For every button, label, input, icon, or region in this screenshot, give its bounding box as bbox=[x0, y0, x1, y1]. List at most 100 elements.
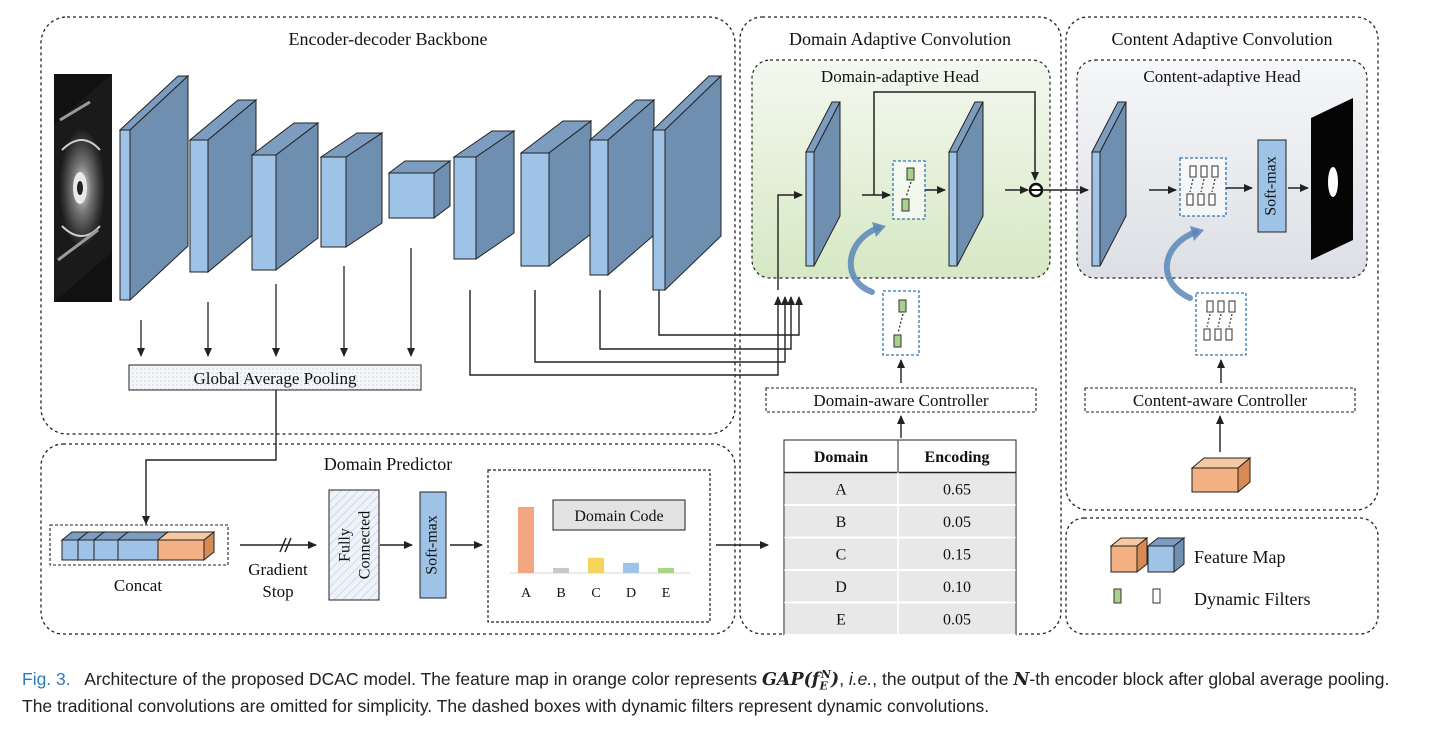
caption-ie: i.e. bbox=[848, 668, 873, 689]
content-aware-controller: Content-aware Controller bbox=[1084, 387, 1356, 413]
cac-panel: Content Adaptive Convolution bbox=[1065, 16, 1379, 511]
cac-title: Content Adaptive Convolution bbox=[1112, 29, 1333, 49]
table-row bbox=[785, 506, 1015, 537]
legend-dynamic-filters-label: Dynamic Filters bbox=[1194, 589, 1310, 609]
backbone-feature-map-2 bbox=[188, 98, 258, 274]
caption-fig-label: Fig. 3. bbox=[22, 668, 71, 689]
predictor-softmax-label: Soft-max bbox=[424, 515, 441, 575]
domain-head-input-feature-map bbox=[805, 101, 841, 267]
table-cell-encoding: 0.10 bbox=[943, 579, 971, 596]
concat-orange-vector bbox=[156, 530, 216, 562]
domain-aware-controller: Domain-aware Controller bbox=[765, 387, 1037, 413]
domain-code-title: Domain Code bbox=[574, 508, 663, 525]
gradient-stop-arrow: Gradient Stop bbox=[240, 537, 317, 601]
dynamic-filter-group bbox=[1203, 300, 1236, 341]
skip-connections bbox=[469, 191, 803, 376]
dynamic-filter-icon bbox=[901, 167, 915, 212]
backbone-feature-map-1 bbox=[118, 74, 190, 302]
table-cell-domain: D bbox=[835, 579, 847, 596]
backbone-feature-map-4 bbox=[319, 132, 384, 248]
global-average-pooling-block: Global Average Pooling bbox=[128, 364, 422, 391]
domain-code-bar-b bbox=[553, 567, 569, 573]
fc-label-2: Connected bbox=[357, 511, 374, 579]
content-head-title: Content-adaptive Head bbox=[1143, 67, 1301, 86]
table-cell-encoding: 0.05 bbox=[943, 612, 971, 629]
legend-panel bbox=[1065, 517, 1379, 635]
domain-code-tick-e: E bbox=[662, 586, 671, 601]
table-row bbox=[785, 473, 1015, 504]
domain-controller-label: Domain-aware Controller bbox=[813, 391, 988, 410]
caption-comma: , bbox=[839, 668, 849, 689]
legend: Feature Map Dynamic Filters bbox=[1109, 536, 1310, 609]
table-row bbox=[785, 538, 1015, 569]
table-cell-domain: C bbox=[836, 547, 847, 564]
dac-title: Domain Adaptive Convolution bbox=[789, 29, 1011, 49]
table-header-domain: Domain bbox=[814, 449, 868, 466]
domain-code-bar-c bbox=[588, 557, 604, 573]
legend-dynamic-filter-green bbox=[1113, 588, 1122, 604]
gap-feature-map-orange bbox=[1190, 456, 1252, 494]
backbone-feature-map-8 bbox=[588, 98, 656, 277]
dynamic-filter-group bbox=[1186, 165, 1219, 206]
table-header-encoding: Encoding bbox=[925, 449, 990, 466]
architecture-figure: Encoder-decoder Backbone Domain Predicto… bbox=[40, 16, 1379, 636]
segmentation-output-image bbox=[1311, 98, 1353, 260]
filter-injection-arrow bbox=[847, 225, 881, 295]
content-head-internals: Soft-max bbox=[1091, 98, 1353, 383]
fully-connected-block: Fully Connected bbox=[328, 489, 380, 601]
concat-feature-vectors bbox=[60, 530, 216, 562]
domain-code-tick-b: B bbox=[556, 586, 565, 601]
caption-math-n: N bbox=[1013, 669, 1030, 690]
content-controller-label: Content-aware Controller bbox=[1133, 391, 1308, 410]
backbone-feature-map-3 bbox=[250, 121, 320, 272]
gradient-label: Gradient bbox=[248, 560, 308, 579]
backbone-feature-map-7 bbox=[519, 119, 593, 268]
legend-blue-feature-map bbox=[1146, 536, 1186, 574]
table-cell-domain: A bbox=[835, 482, 847, 499]
gap-label: Global Average Pooling bbox=[193, 369, 357, 388]
legend-dynamic-filter-white bbox=[1152, 588, 1161, 604]
predictor-softmax-block: Soft-max bbox=[419, 491, 447, 599]
gap-to-concat-arrow bbox=[142, 390, 277, 525]
table-cell-encoding: 0.05 bbox=[943, 514, 971, 531]
stop-label: Stop bbox=[262, 582, 293, 601]
backbone-feature-map-5 bbox=[387, 160, 452, 219]
table-cell-domain: B bbox=[836, 514, 847, 531]
table-cell-encoding: 0.65 bbox=[943, 482, 971, 499]
caption-math-gap: GAP(fEN) bbox=[761, 668, 840, 693]
domain-code-chart: A B C D E bbox=[518, 507, 674, 601]
cac-orange-feature-map bbox=[1190, 456, 1252, 494]
legend-orange-feature-map bbox=[1109, 536, 1149, 574]
domain-head-title: Domain-adaptive Head bbox=[821, 67, 980, 86]
concat-box bbox=[49, 524, 229, 566]
backbone-feature-maps bbox=[118, 74, 723, 302]
table-cell-encoding: 0.15 bbox=[943, 547, 971, 564]
fc-label-1: Fully bbox=[337, 528, 354, 562]
domain-code-tick-a: A bbox=[521, 586, 532, 601]
domain-code-tick-d: D bbox=[626, 586, 636, 601]
domain-code-bar-a bbox=[518, 507, 534, 573]
caption-text-3: , the output of the bbox=[872, 668, 1009, 689]
table-cell-domain: E bbox=[836, 612, 846, 629]
caption-text-1: Architecture of the proposed DCAC model.… bbox=[84, 668, 758, 689]
caption-text-4: -th encoder block after global average p… bbox=[22, 668, 1390, 717]
domain-head-internals bbox=[805, 91, 1089, 383]
backbone-feature-map-6 bbox=[452, 130, 516, 260]
backbone-panel: Encoder-decoder Backbone bbox=[40, 16, 736, 435]
backbone-title: Encoder-decoder Backbone bbox=[288, 29, 487, 49]
legend-feature-map-label: Feature Map bbox=[1194, 547, 1285, 567]
figure-caption: Fig. 3. Architecture of the proposed DCA… bbox=[22, 664, 1417, 717]
domain-predictor-panel: Domain Predictor bbox=[40, 443, 736, 635]
content-filter-injection-arrow bbox=[1163, 229, 1199, 301]
content-head-input-feature-map bbox=[1091, 101, 1127, 267]
domain-code-bar-d bbox=[623, 562, 639, 573]
backbone-feature-map-9 bbox=[651, 74, 723, 292]
domain-predictor-title: Domain Predictor bbox=[324, 454, 452, 474]
domain-code-tick-c: C bbox=[591, 586, 600, 601]
table-row bbox=[785, 571, 1015, 602]
head-softmax-label: Soft-max bbox=[1263, 156, 1280, 216]
mri-input-image bbox=[54, 74, 112, 302]
table-row bbox=[785, 603, 1015, 634]
domain-code-bar-e bbox=[658, 567, 674, 573]
